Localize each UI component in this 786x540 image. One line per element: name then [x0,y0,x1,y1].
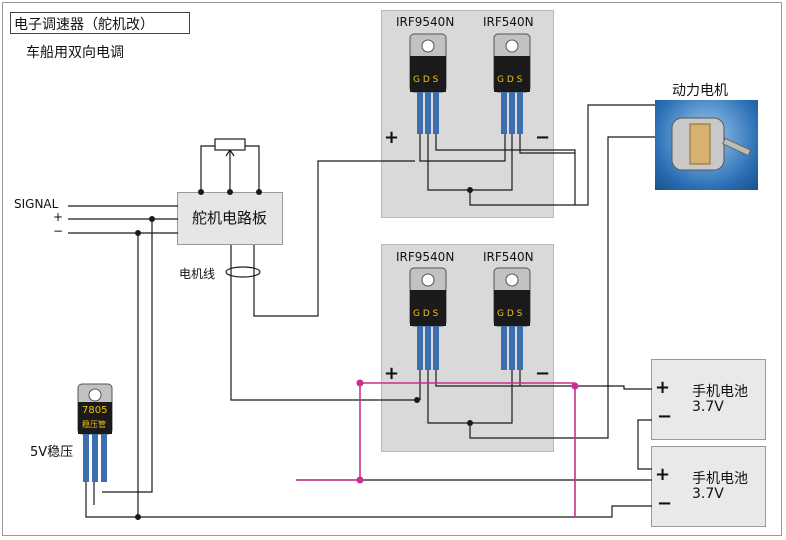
wire-minus-ground [85,233,139,518]
top-n-pins: G D S [497,75,523,85]
wire-top-out [469,104,655,206]
diagram-subtitle: 车船用双向电调 [26,45,124,61]
battery-2-minus: − [657,493,673,514]
wire-pot [200,145,260,192]
junction [198,189,204,195]
battery-1-plus: + [655,377,671,398]
wire-top-source-p [435,133,576,205]
wire-bottom-source-p [435,370,575,387]
motor-label: 动力电机 [672,83,728,99]
wire-top-gate-n [419,133,506,162]
junction [135,514,141,520]
motor-wire-label: 电机线 [179,267,216,281]
battery-2-name: 手机电池 [692,471,748,487]
mosfet-bottom-p [409,267,447,370]
battery-2-voltage: 3.7V [692,486,724,502]
mosfet-bottom-n [493,267,531,370]
motor-drawing [671,117,752,171]
junction [135,230,141,236]
motor-wire-bundle [225,266,261,278]
wire-bottom-out [469,136,655,439]
potentiometer [214,138,246,151]
battery-1-voltage: 3.7V [692,399,724,415]
potentiometer-wiper [225,149,235,157]
junction [467,420,473,426]
bottom-p-mosfet-label: IRF9540N [396,250,455,264]
wire-battery-plus [575,385,652,390]
wire-battery-link [637,419,652,470]
battery-1-name: 手机电池 [692,384,748,400]
junction [467,187,473,193]
junction [356,379,364,387]
wire-board-motor-1 [253,160,415,317]
regulator-label: 5V稳压 [30,445,74,460]
top-minus-label: − [535,127,551,148]
junction [414,397,420,403]
bottom-p-pins: G D S [413,309,439,319]
servo-board-label: 舵机电路板 [192,209,268,227]
bottom-plus-label: + [384,363,400,384]
battery-1-box [651,359,766,440]
top-p-mosfet-label: IRF9540N [396,15,455,29]
junction [149,216,155,222]
top-plus-label: + [384,127,400,148]
input-plus-label: + [53,210,64,224]
top-n-mosfet-label: IRF540N [483,15,534,29]
battery-1-minus: − [657,406,673,427]
title-box [10,12,190,34]
battery-2-plus: + [655,464,671,485]
junction [571,382,579,390]
regulator-chip-text: 稳压管 [82,420,106,429]
mosfet-top-n [493,33,531,134]
input-minus-label: − [53,224,64,238]
wire-top-motor-2 [519,133,575,154]
battery-2-box [651,446,766,527]
junction [227,189,233,195]
wire-board-motor-2 [230,245,417,401]
regulator-part-label: 7805 [82,405,108,416]
mosfet-top-p [409,33,447,134]
wire-bottom-drains [427,370,513,424]
wire-battery-return [138,505,652,518]
regulator-7805 [77,383,113,482]
bottom-minus-label: − [535,363,551,384]
bottom-n-pins: G D S [497,309,523,319]
junction [256,189,262,195]
wire-plus-reg [102,219,153,493]
top-p-pins: G D S [413,75,439,85]
junction [356,476,364,484]
bottom-n-mosfet-label: IRF540N [483,250,534,264]
input-signal-label: SIGNAL [14,197,59,211]
diagram-title: 电子调速器（舵机改） [14,17,154,33]
